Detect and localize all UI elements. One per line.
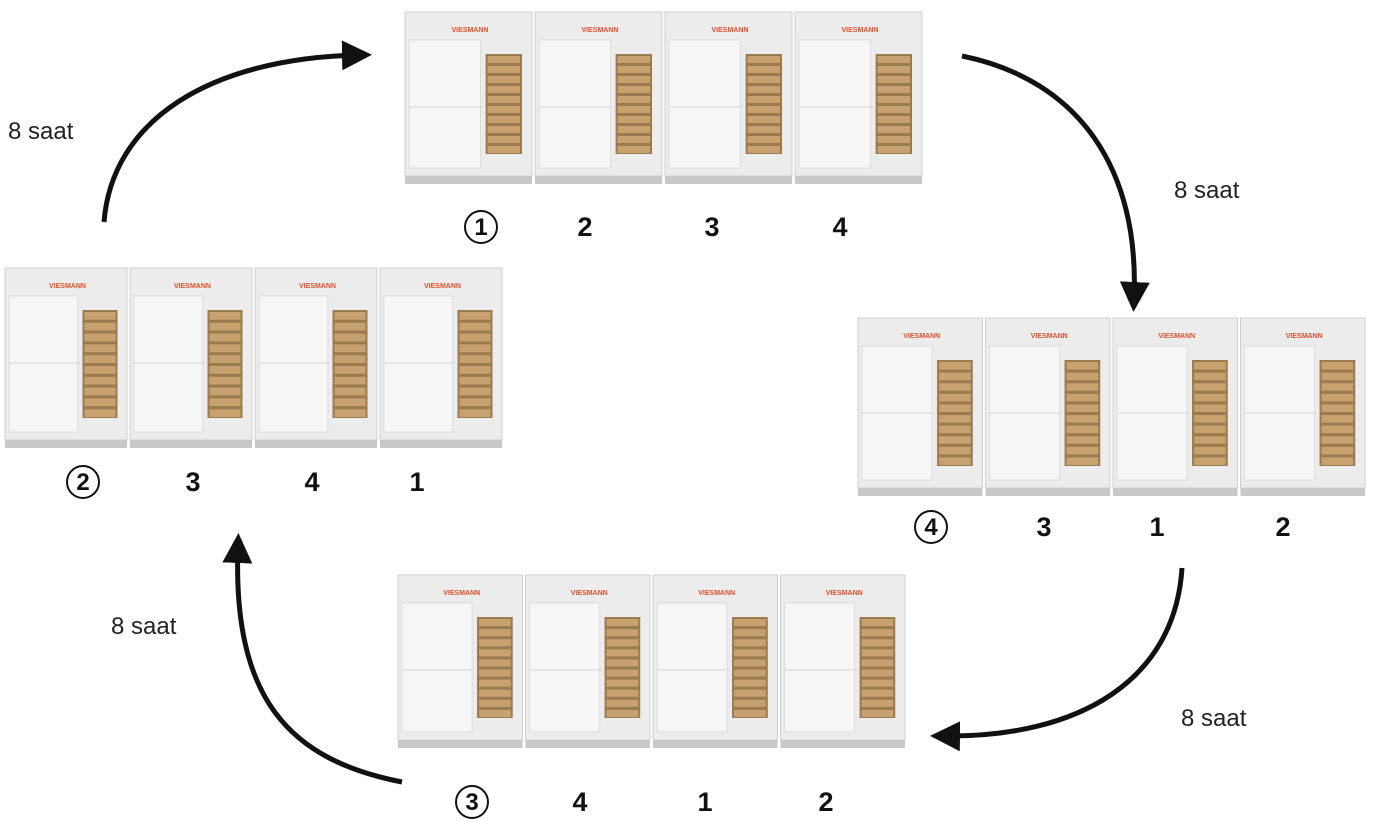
outdoor-unit: VIESMANN: [4, 267, 128, 448]
arrow-label-step2-to-step1: 8 saat: [8, 118, 74, 145]
outdoor-unit: VIESMANN: [985, 317, 1111, 496]
outdoor-unit: VIESMANN: [404, 11, 533, 184]
outdoor-unit: VIESMANN: [652, 574, 778, 748]
stage4-lead-label: 4: [914, 510, 948, 544]
stage3-lead-label: 3: [455, 785, 489, 819]
stage1-unit-bank: VIESMANN VIESMANN VIESMANN VIESMANN: [404, 11, 923, 184]
outdoor-unit: VIESMANN: [664, 11, 793, 184]
brand-logo: VIESMANN: [452, 27, 489, 34]
outdoor-unit: VIESMANN: [129, 267, 253, 448]
stage1-unit-label: 3: [704, 212, 720, 242]
brand-logo: VIESMANN: [49, 283, 86, 290]
brand-logo: VIESMANN: [1158, 333, 1195, 340]
stage1-lead-label: 1: [464, 210, 498, 244]
stage3-unit-label: 1: [697, 787, 713, 817]
arrow-label-step1-to-step4: 8 saat: [1174, 177, 1240, 204]
stage4-unit-label: 1: [1149, 512, 1165, 542]
outdoor-unit: VIESMANN: [397, 574, 523, 748]
outdoor-unit: VIESMANN: [1240, 317, 1366, 496]
stage3-unit-label: 2: [818, 787, 834, 817]
brand-logo: VIESMANN: [826, 590, 863, 597]
arrow-label-step3-to-step2: 8 saat: [111, 613, 177, 640]
outdoor-unit: VIESMANN: [534, 11, 663, 184]
stage2-lead-label: 2: [66, 465, 100, 499]
stage4-unit-label: 3: [1036, 512, 1052, 542]
arrow-step1-to-step4: [961, 53, 1150, 312]
outdoor-unit: VIESMANN: [379, 267, 503, 448]
brand-logo: VIESMANN: [424, 283, 461, 290]
arrow-step2-to-step1: [101, 40, 372, 223]
stage2-unit-label: 1: [409, 467, 425, 497]
stage3-unit-bank: VIESMANN VIESMANN VIESMANN VIESMANN: [397, 574, 906, 748]
stage1-unit-label: 4: [832, 212, 848, 242]
arrow-label-step4-to-step3: 8 saat: [1181, 705, 1247, 732]
brand-logo: VIESMANN: [299, 283, 336, 290]
brand-logo: VIESMANN: [571, 590, 608, 597]
stage2-unit-label: 4: [304, 467, 320, 497]
stage2-unit-label: 3: [185, 467, 201, 497]
brand-logo: VIESMANN: [1286, 333, 1323, 340]
arrow-step3-to-step2: [222, 533, 403, 785]
brand-logo: VIESMANN: [712, 27, 749, 34]
brand-logo: VIESMANN: [443, 590, 480, 597]
outdoor-unit: VIESMANN: [780, 574, 906, 748]
brand-logo: VIESMANN: [582, 27, 619, 34]
stage3-unit-label: 4: [572, 787, 588, 817]
outdoor-unit: VIESMANN: [254, 267, 378, 448]
outdoor-unit: VIESMANN: [794, 11, 923, 184]
stage4-unit-bank: VIESMANN VIESMANN VIESMANN VIESMANN: [857, 317, 1366, 496]
brand-logo: VIESMANN: [842, 27, 879, 34]
outdoor-unit: VIESMANN: [525, 574, 651, 748]
brand-logo: VIESMANN: [1031, 333, 1068, 340]
outdoor-unit: VIESMANN: [1112, 317, 1238, 496]
arrow-step4-to-step3: [930, 567, 1185, 752]
stage1-unit-label: 2: [577, 212, 593, 242]
brand-logo: VIESMANN: [698, 590, 735, 597]
stage4-unit-label: 2: [1275, 512, 1291, 542]
outdoor-unit: VIESMANN: [857, 317, 983, 496]
stage2-unit-bank: VIESMANN VIESMANN VIESMANN VIESMANN: [4, 267, 503, 448]
brand-logo: VIESMANN: [174, 283, 211, 290]
brand-logo: VIESMANN: [903, 333, 940, 340]
